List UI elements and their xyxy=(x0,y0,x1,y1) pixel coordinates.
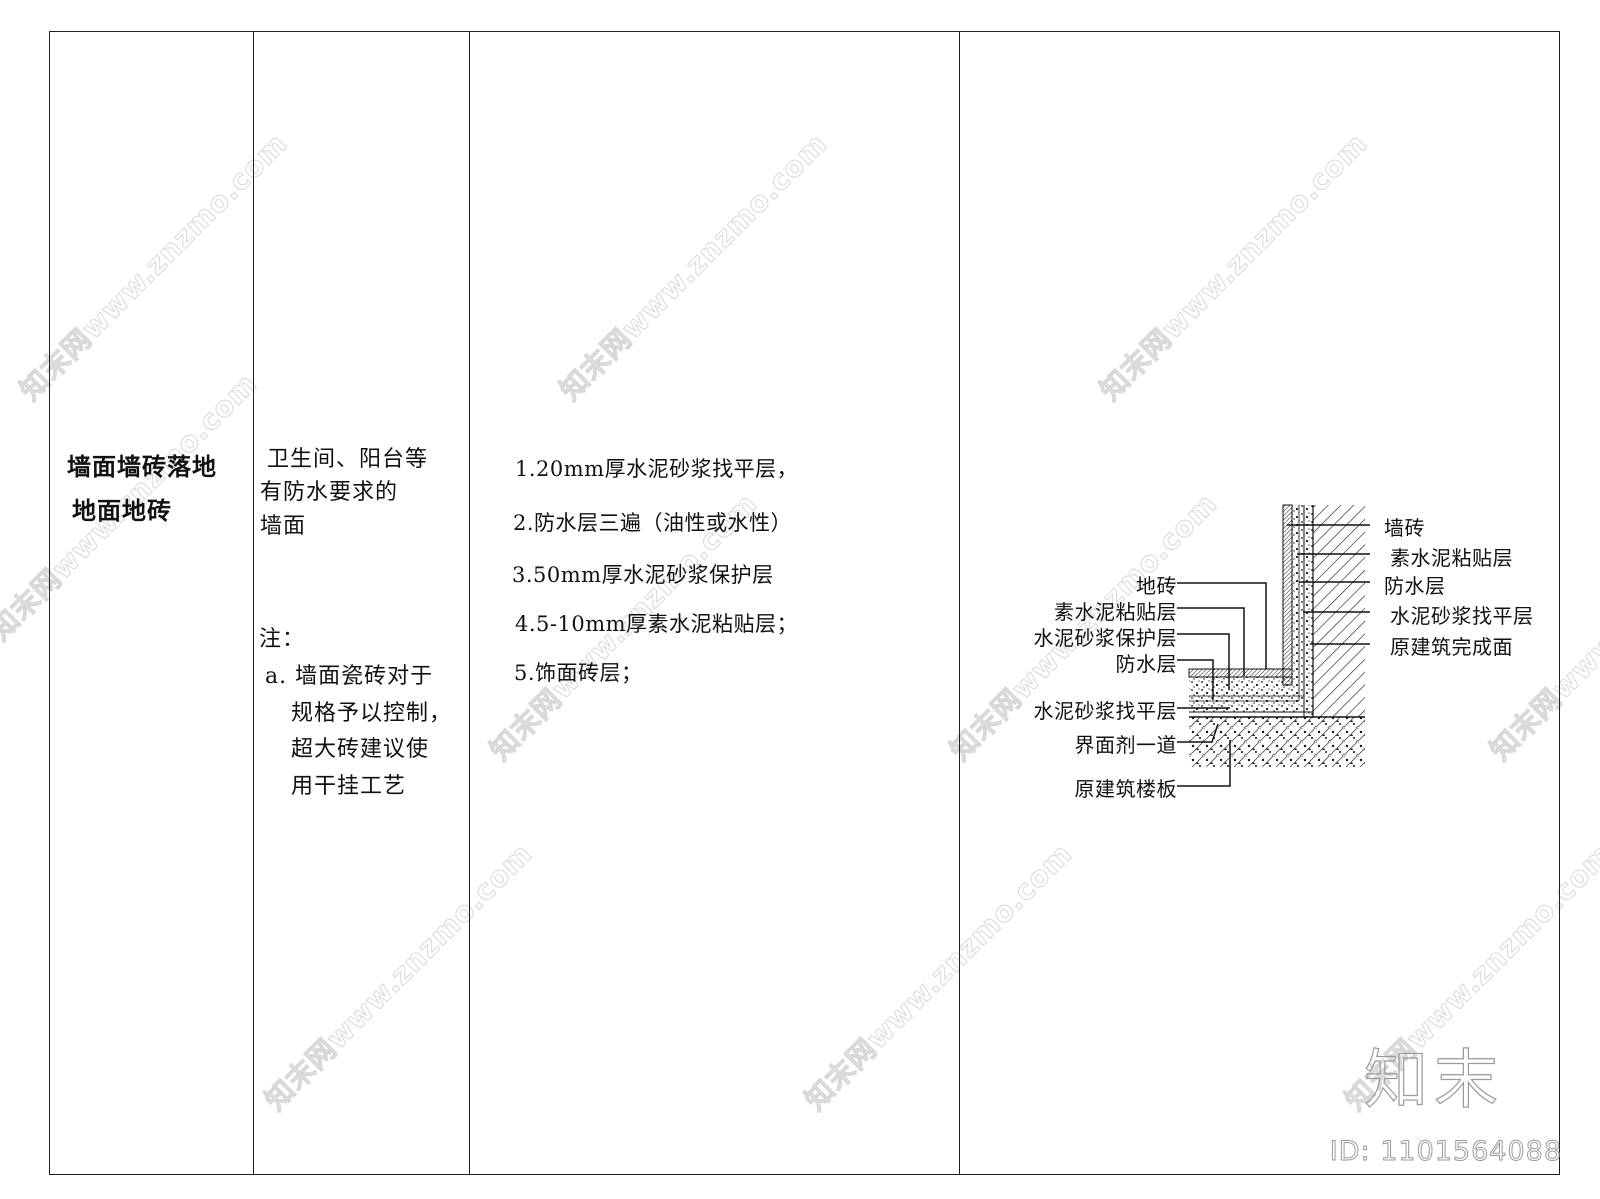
label-floor-waterproof: 防水层 xyxy=(1115,652,1177,676)
step-5: 5.饰面砖层； xyxy=(514,661,643,685)
label-wall-leveling: 水泥砂浆找平层 xyxy=(1390,604,1534,628)
floor-leader-lines xyxy=(1177,582,1267,787)
wall-leader-lines xyxy=(1287,524,1370,645)
note-line-1: a. 墙面瓷砖对于 xyxy=(265,664,434,689)
label-floor-tile: 地砖 xyxy=(1136,574,1177,598)
wall-structure xyxy=(1313,505,1365,717)
location-line-3: 墙面 xyxy=(260,514,307,539)
step-2: 2.防水层三遍（油性或水性） xyxy=(513,511,793,535)
label-floor-leveling: 水泥砂浆找平层 xyxy=(1033,699,1177,723)
note-line-3: 超大砖建议使 xyxy=(291,737,430,762)
column-divider xyxy=(253,31,254,1175)
spec-table xyxy=(49,31,1560,1175)
label-floor-interface-agent: 界面剂一道 xyxy=(1074,733,1177,757)
step-1: 1.20mm厚水泥砂浆找平层， xyxy=(515,457,799,481)
label-floor-original-slab: 原建筑楼板 xyxy=(1074,777,1177,801)
step-4: 4.5-10mm厚素水泥粘贴层； xyxy=(515,612,799,636)
label-floor-mortar-protection: 水泥砂浆保护层 xyxy=(1033,626,1177,650)
step-3: 3.50mm厚水泥砂浆保护层 xyxy=(512,563,774,587)
floor-slab xyxy=(1189,717,1365,767)
asset-id: ID: 1101564088 xyxy=(1329,1136,1562,1168)
label-wall-original-surface: 原建筑完成面 xyxy=(1390,635,1513,659)
note-line-4: 用干挂工艺 xyxy=(291,774,407,799)
label-wall-cement-adhesive: 素水泥粘贴层 xyxy=(1390,546,1513,570)
label-wall-tile: 墙砖 xyxy=(1384,516,1425,540)
label-wall-waterproof: 防水层 xyxy=(1384,574,1446,598)
category-line-1: 墙面墙砖落地 xyxy=(67,453,217,481)
location-line-1: 卫生间、阳台等 xyxy=(267,447,429,472)
note-label: 注： xyxy=(259,627,306,652)
brand-logo: 知末 xyxy=(1363,1043,1504,1118)
column-divider xyxy=(469,31,470,1175)
column-divider xyxy=(959,31,960,1175)
label-floor-cement-adhesive: 素水泥粘贴层 xyxy=(1054,600,1177,624)
location-line-2: 有防水要求的 xyxy=(260,480,399,505)
note-line-2: 规格予以控制， xyxy=(291,701,453,726)
category-line-2: 地面地砖 xyxy=(72,497,172,525)
